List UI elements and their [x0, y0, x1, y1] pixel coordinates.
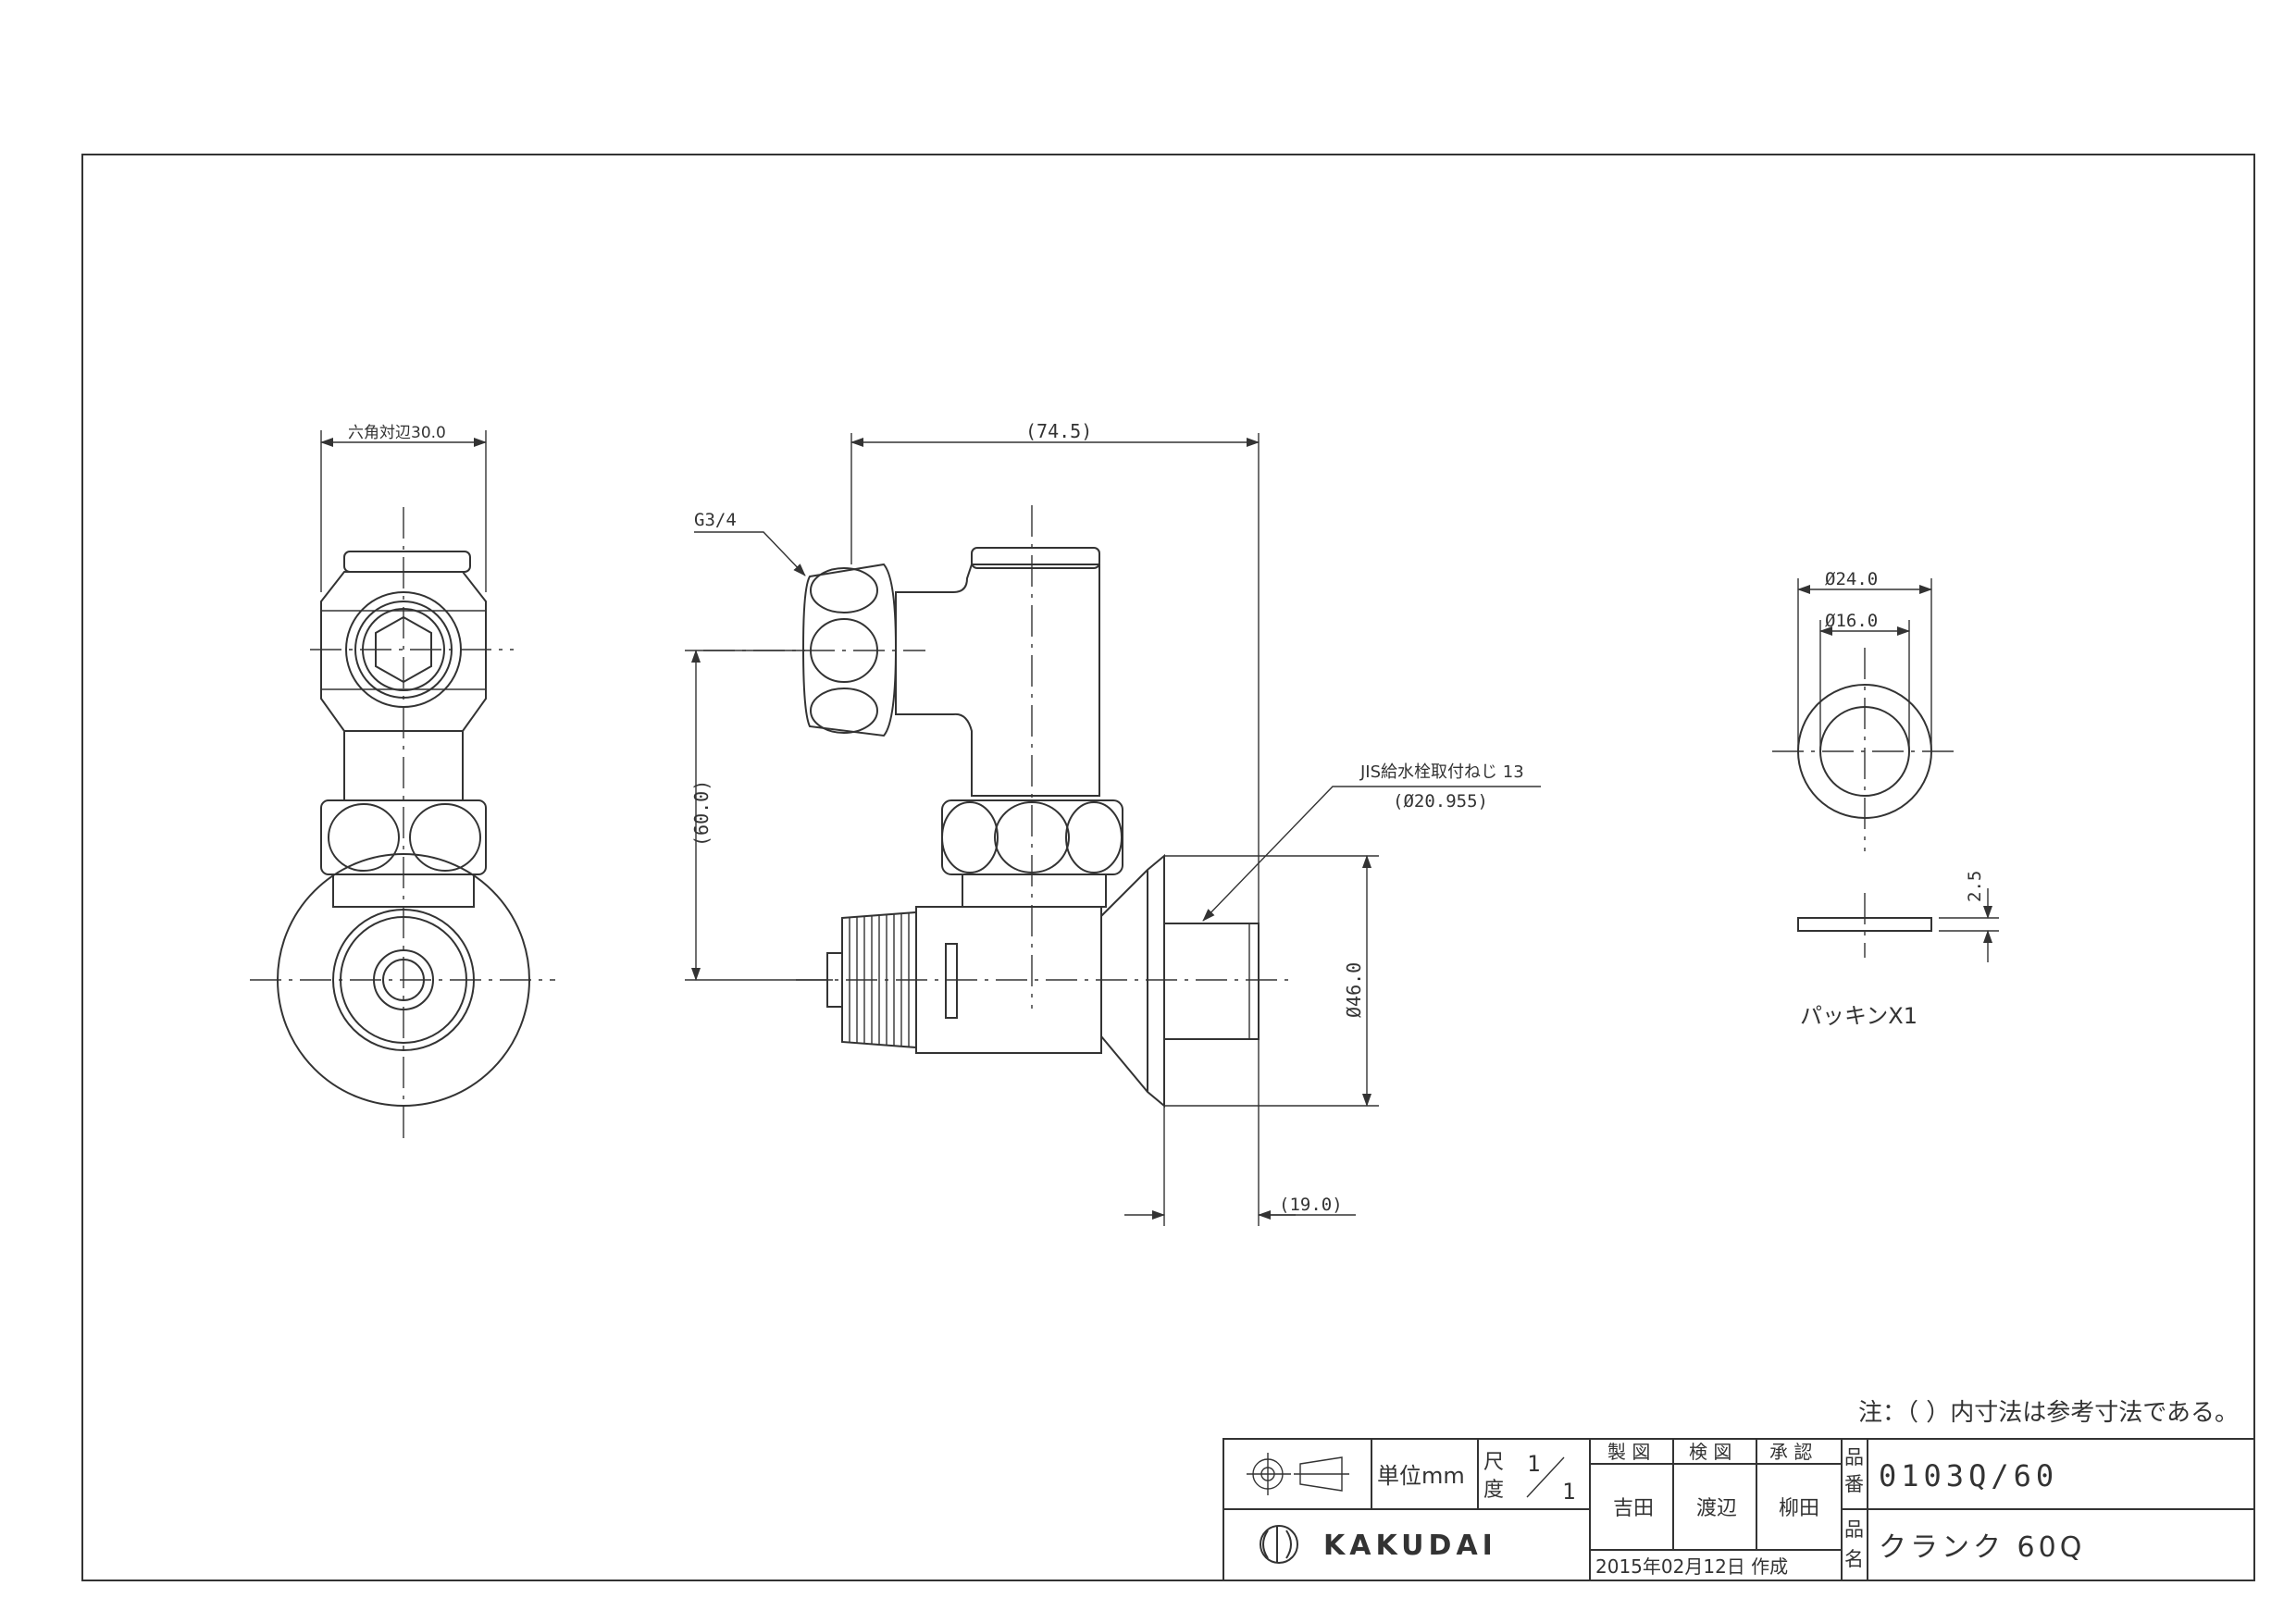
part-name-label-top: 品	[1844, 1518, 1864, 1541]
packing-thickness-label: 2.5	[1965, 871, 1985, 902]
part-name-label-bottom: 名	[1844, 1548, 1864, 1570]
part-number: 0103Q/60	[1879, 1458, 2058, 1493]
approved-by-name: 柳田	[1779, 1497, 1819, 1520]
scale-numerator: 1	[1527, 1451, 1540, 1477]
end-view	[250, 430, 555, 1138]
made-by-label: 製 図	[1607, 1441, 1650, 1463]
checked-by-name: 渡辺	[1696, 1497, 1737, 1520]
packing-view	[1772, 578, 1999, 962]
drawing-border	[81, 154, 2255, 1581]
flange-dia-label: Ø46.0	[1343, 962, 1365, 1018]
unit-label: 単位mm	[1377, 1463, 1465, 1489]
made-by-name: 吉田	[1613, 1497, 1654, 1520]
packing-inner-dia-label: Ø16.0	[1825, 611, 1878, 631]
title-block	[1222, 1438, 2255, 1581]
height-offset-label: (60.0)	[690, 780, 713, 847]
approved-by-label: 承 認	[1769, 1441, 1812, 1463]
thread-g-label: G3/4	[694, 510, 737, 530]
overall-length-label: (74.5)	[1025, 420, 1092, 442]
creation-date: 2015年02月12日 作成	[1595, 1555, 1788, 1578]
stub-length-label: (19.0)	[1279, 1195, 1343, 1215]
side-view	[685, 433, 1541, 1226]
jis-diameter-label: (Ø20.955)	[1393, 791, 1488, 812]
part-no-label-top: 品	[1844, 1446, 1864, 1468]
scale-label-bottom: 度	[1483, 1479, 1504, 1502]
packing-label: パッキンX1	[1800, 1003, 1917, 1029]
packing-outer-dia-label: Ø24.0	[1825, 569, 1878, 589]
scale-denominator: 1	[1562, 1479, 1575, 1505]
checked-by-label: 検 図	[1689, 1441, 1731, 1463]
hex-across-flats-label: 六角対辺30.0	[348, 424, 446, 442]
scale-label-top: 尺	[1483, 1451, 1504, 1474]
brand-name: KAKUDAI	[1323, 1530, 1497, 1562]
part-name: クランク 60Q	[1879, 1531, 2085, 1564]
jis-thread-label: JIS給水栓取付ねじ 13	[1359, 762, 1524, 782]
part-no-label-bottom: 番	[1844, 1473, 1864, 1495]
reference-note: 注：（ ）内寸法は参考寸法である。	[1858, 1399, 2239, 1427]
